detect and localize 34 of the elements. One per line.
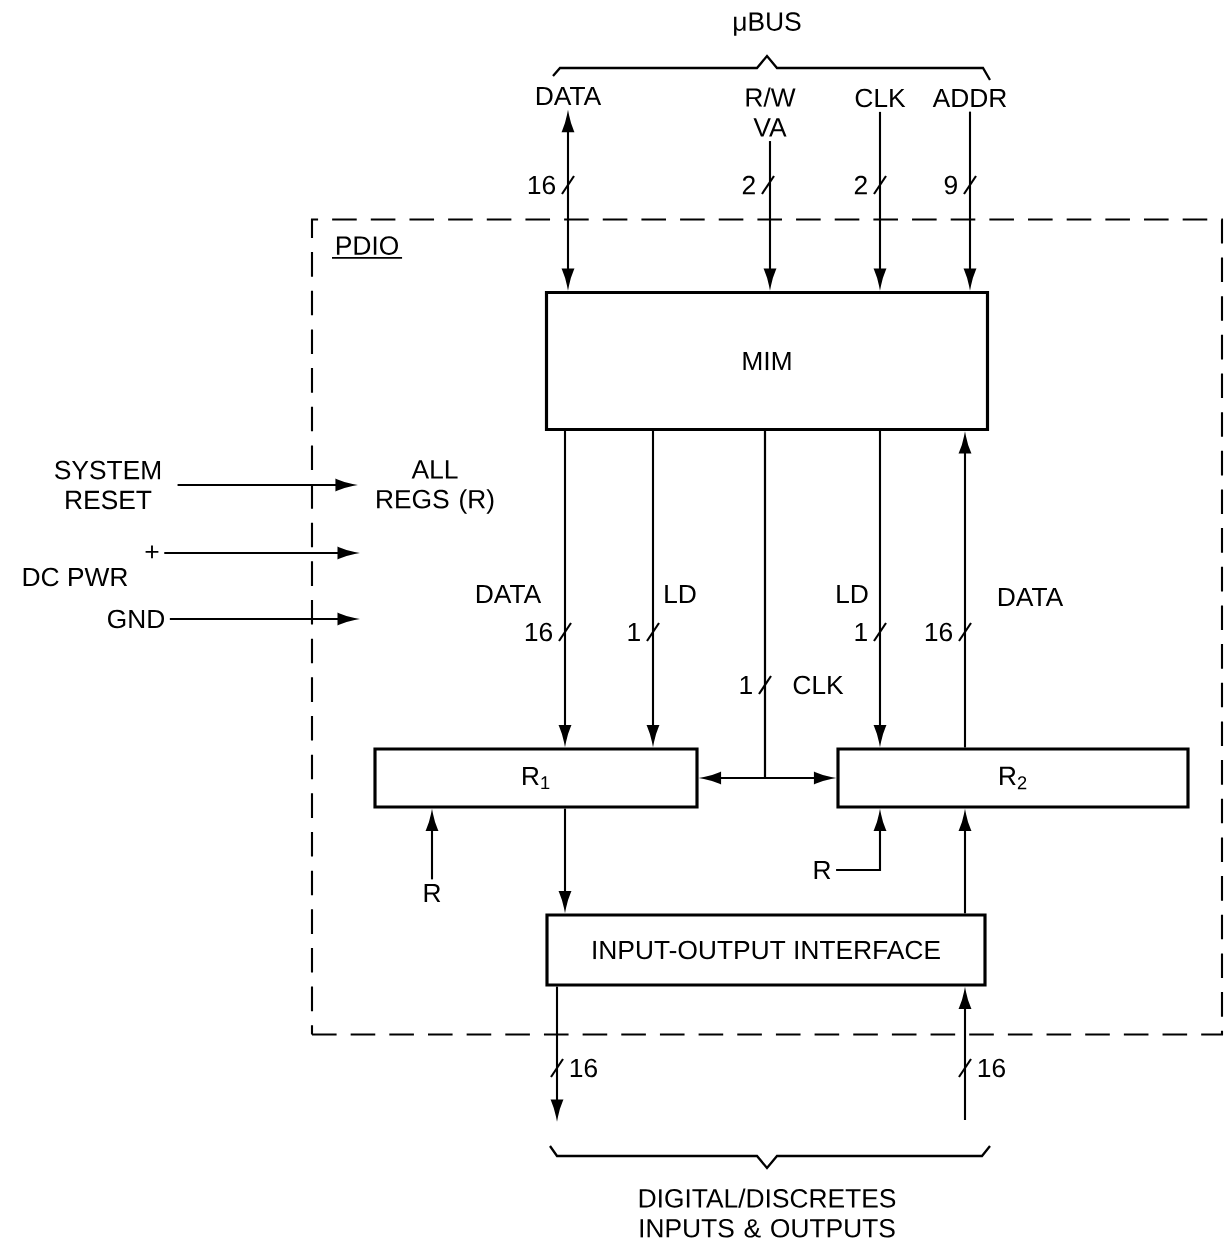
signal-name: DATA [998, 587, 1064, 607]
signal-name: CLK [793, 675, 844, 695]
signal-name: DATA [476, 584, 542, 604]
block-box: MIM [544, 290, 990, 432]
signal-name: GND [108, 609, 165, 629]
edge-label: 16 [525, 622, 553, 642]
signal-name: LD [665, 584, 696, 604]
signal-name: R [814, 860, 831, 880]
signal-name: + [145, 545, 159, 559]
edge-label: 9 [944, 175, 957, 195]
edge-label: 2 [742, 175, 755, 195]
edge-label: 16 [528, 175, 556, 195]
edge-label: 16 [978, 1058, 1005, 1078]
edge-label: 2 [854, 175, 867, 195]
edge-label: 1 [628, 622, 640, 642]
signal-name: LD [837, 584, 868, 604]
bus-name: μBUS [734, 12, 801, 36]
block-box: R$_{1}$ [373, 747, 699, 809]
signal-name: CLK [855, 88, 906, 108]
edge-label: 1 [740, 675, 752, 695]
edge-label: 16 [570, 1058, 597, 1078]
edge-label: 1 [855, 622, 867, 642]
block-box: R$_{2}$ [836, 747, 1190, 809]
bus-name: DIGITAL/DISCRETES INPUTS & OUTPUTS [639, 1188, 896, 1238]
signal-name: R [424, 883, 441, 903]
signal-name: R/W VA [746, 87, 796, 137]
block-label: PDIO [331, 236, 403, 259]
signal-name: DC PWR [23, 567, 128, 587]
edge-label: 16 [925, 622, 953, 642]
block-box: INPUT-OUTPUT INTERFACE [545, 913, 987, 987]
signal-name: ADDR [932, 88, 1007, 108]
signal-name: ALL REGS (R) [377, 460, 494, 514]
signal-name: DATA [536, 86, 602, 106]
signal-name: SYSTEM RESET [55, 460, 161, 510]
